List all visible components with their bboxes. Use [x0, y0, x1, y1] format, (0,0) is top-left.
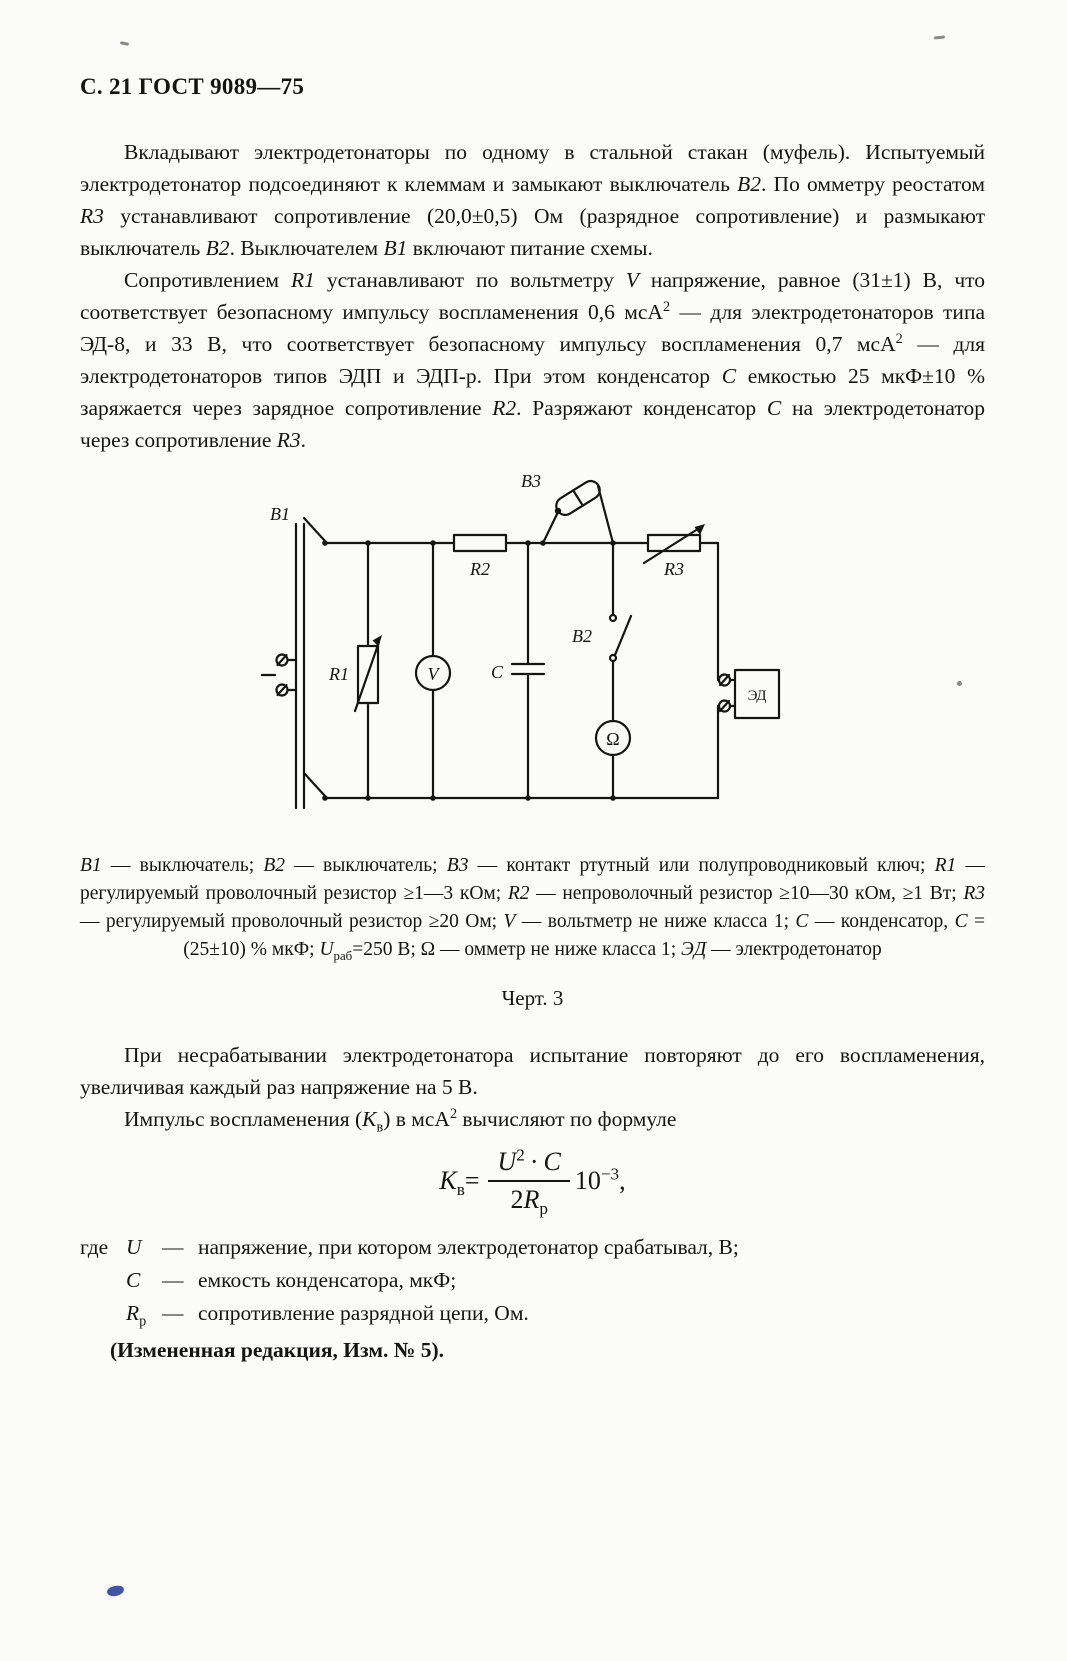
switch-b2	[608, 541, 633, 723]
detonator-ed	[716, 541, 781, 800]
formula: Kв= U2·С 2Rр 10−3,	[80, 1146, 985, 1219]
page-header: С. 21 ГОСТ 9089—75	[80, 74, 305, 99]
where-dash: —	[162, 1301, 184, 1325]
label-b1: В1	[270, 504, 290, 524]
capacitor-c	[510, 541, 546, 800]
where-label: где	[80, 1235, 109, 1259]
component-labels: В1 В3 R2 R3 R1 V C В2 Ω ЭД	[270, 471, 766, 749]
figure-caption: В1 — выключатель; В2 — выключатель; В3 —…	[80, 855, 986, 963]
paragraph-3: При несрабатывании электродетонатора исп…	[80, 1043, 985, 1099]
where-dash: —	[162, 1268, 184, 1292]
switch-b1	[260, 516, 327, 810]
label-voltmeter: V	[428, 664, 441, 684]
where-list: где U — напряжение, при котором электрод…	[80, 1231, 985, 1330]
label-r3: R3	[663, 559, 684, 579]
where-dash: —	[162, 1235, 184, 1259]
amendment-note: (Измененная редакция, Изм. № 5).	[110, 1338, 444, 1362]
where-item: где U — напряжение, при котором электрод…	[80, 1231, 985, 1264]
ohmmeter	[594, 719, 632, 800]
circuit-figure: В1 В3 R2 R3 R1 V C В2 Ω ЭД В1 — выключат…	[80, 468, 985, 1011]
voltmeter	[414, 541, 452, 800]
circuit-diagram: В1 В3 R2 R3 R1 V C В2 Ω ЭД	[260, 471, 781, 810]
paragraph-4: Импульс воспламенения (Kв) в мсА2 вычисл…	[124, 1105, 677, 1136]
where-text: сопротивление разрядной цепи, Ом.	[198, 1301, 529, 1325]
figure-number: Черт. 3	[501, 986, 564, 1010]
paragraph-2: Сопротивлением R1 устанавливают по вольт…	[80, 268, 986, 452]
multiplication-dot: ·	[529, 1147, 539, 1176]
where-item: Rр — сопротивление разрядной цепи, Ом.	[80, 1297, 985, 1330]
formula-numerator: U2·С	[488, 1146, 570, 1182]
where-text: напряжение, при котором электродетонатор…	[198, 1235, 739, 1259]
label-r2: R2	[469, 559, 490, 579]
label-b3: В3	[521, 471, 541, 491]
scan-artifact-blue	[106, 1584, 125, 1598]
page-content: С. 21 ГОСТ 9089—75 Вкладывают электродет…	[80, 74, 985, 1363]
mercury-contact-b3	[541, 479, 615, 545]
where-term: С	[126, 1268, 141, 1292]
label-ohmmeter: Ω	[606, 729, 619, 749]
resistor-r1	[353, 541, 382, 800]
where-term: Rр	[126, 1301, 147, 1330]
formula-lhs: Kв=	[439, 1166, 480, 1200]
where-term: U	[126, 1235, 142, 1259]
formula-factor: 10−3,	[574, 1164, 626, 1195]
scan-artifact	[119, 41, 130, 46]
label-b2: В2	[572, 626, 592, 646]
junction-dots	[322, 540, 616, 801]
scan-artifact	[957, 681, 962, 686]
where-label	[80, 1297, 126, 1330]
paragraph-1: Вкладывают электродетонаторы по одному в…	[80, 140, 985, 260]
formula-fraction: U2·С 2Rр	[488, 1146, 570, 1219]
label-r1: R1	[328, 664, 349, 684]
formula-denominator: 2Rр	[510, 1185, 548, 1219]
label-capacitor: C	[491, 662, 504, 682]
resistor-r2	[452, 533, 508, 553]
where-label	[80, 1264, 126, 1297]
where-item: С — емкость конденсатора, мкФ;	[80, 1264, 985, 1297]
resistor-r3	[642, 524, 705, 565]
where-text: емкость конденсатора, мкФ;	[198, 1268, 457, 1292]
scan-artifact	[933, 35, 946, 40]
label-detonator: ЭД	[748, 688, 767, 704]
